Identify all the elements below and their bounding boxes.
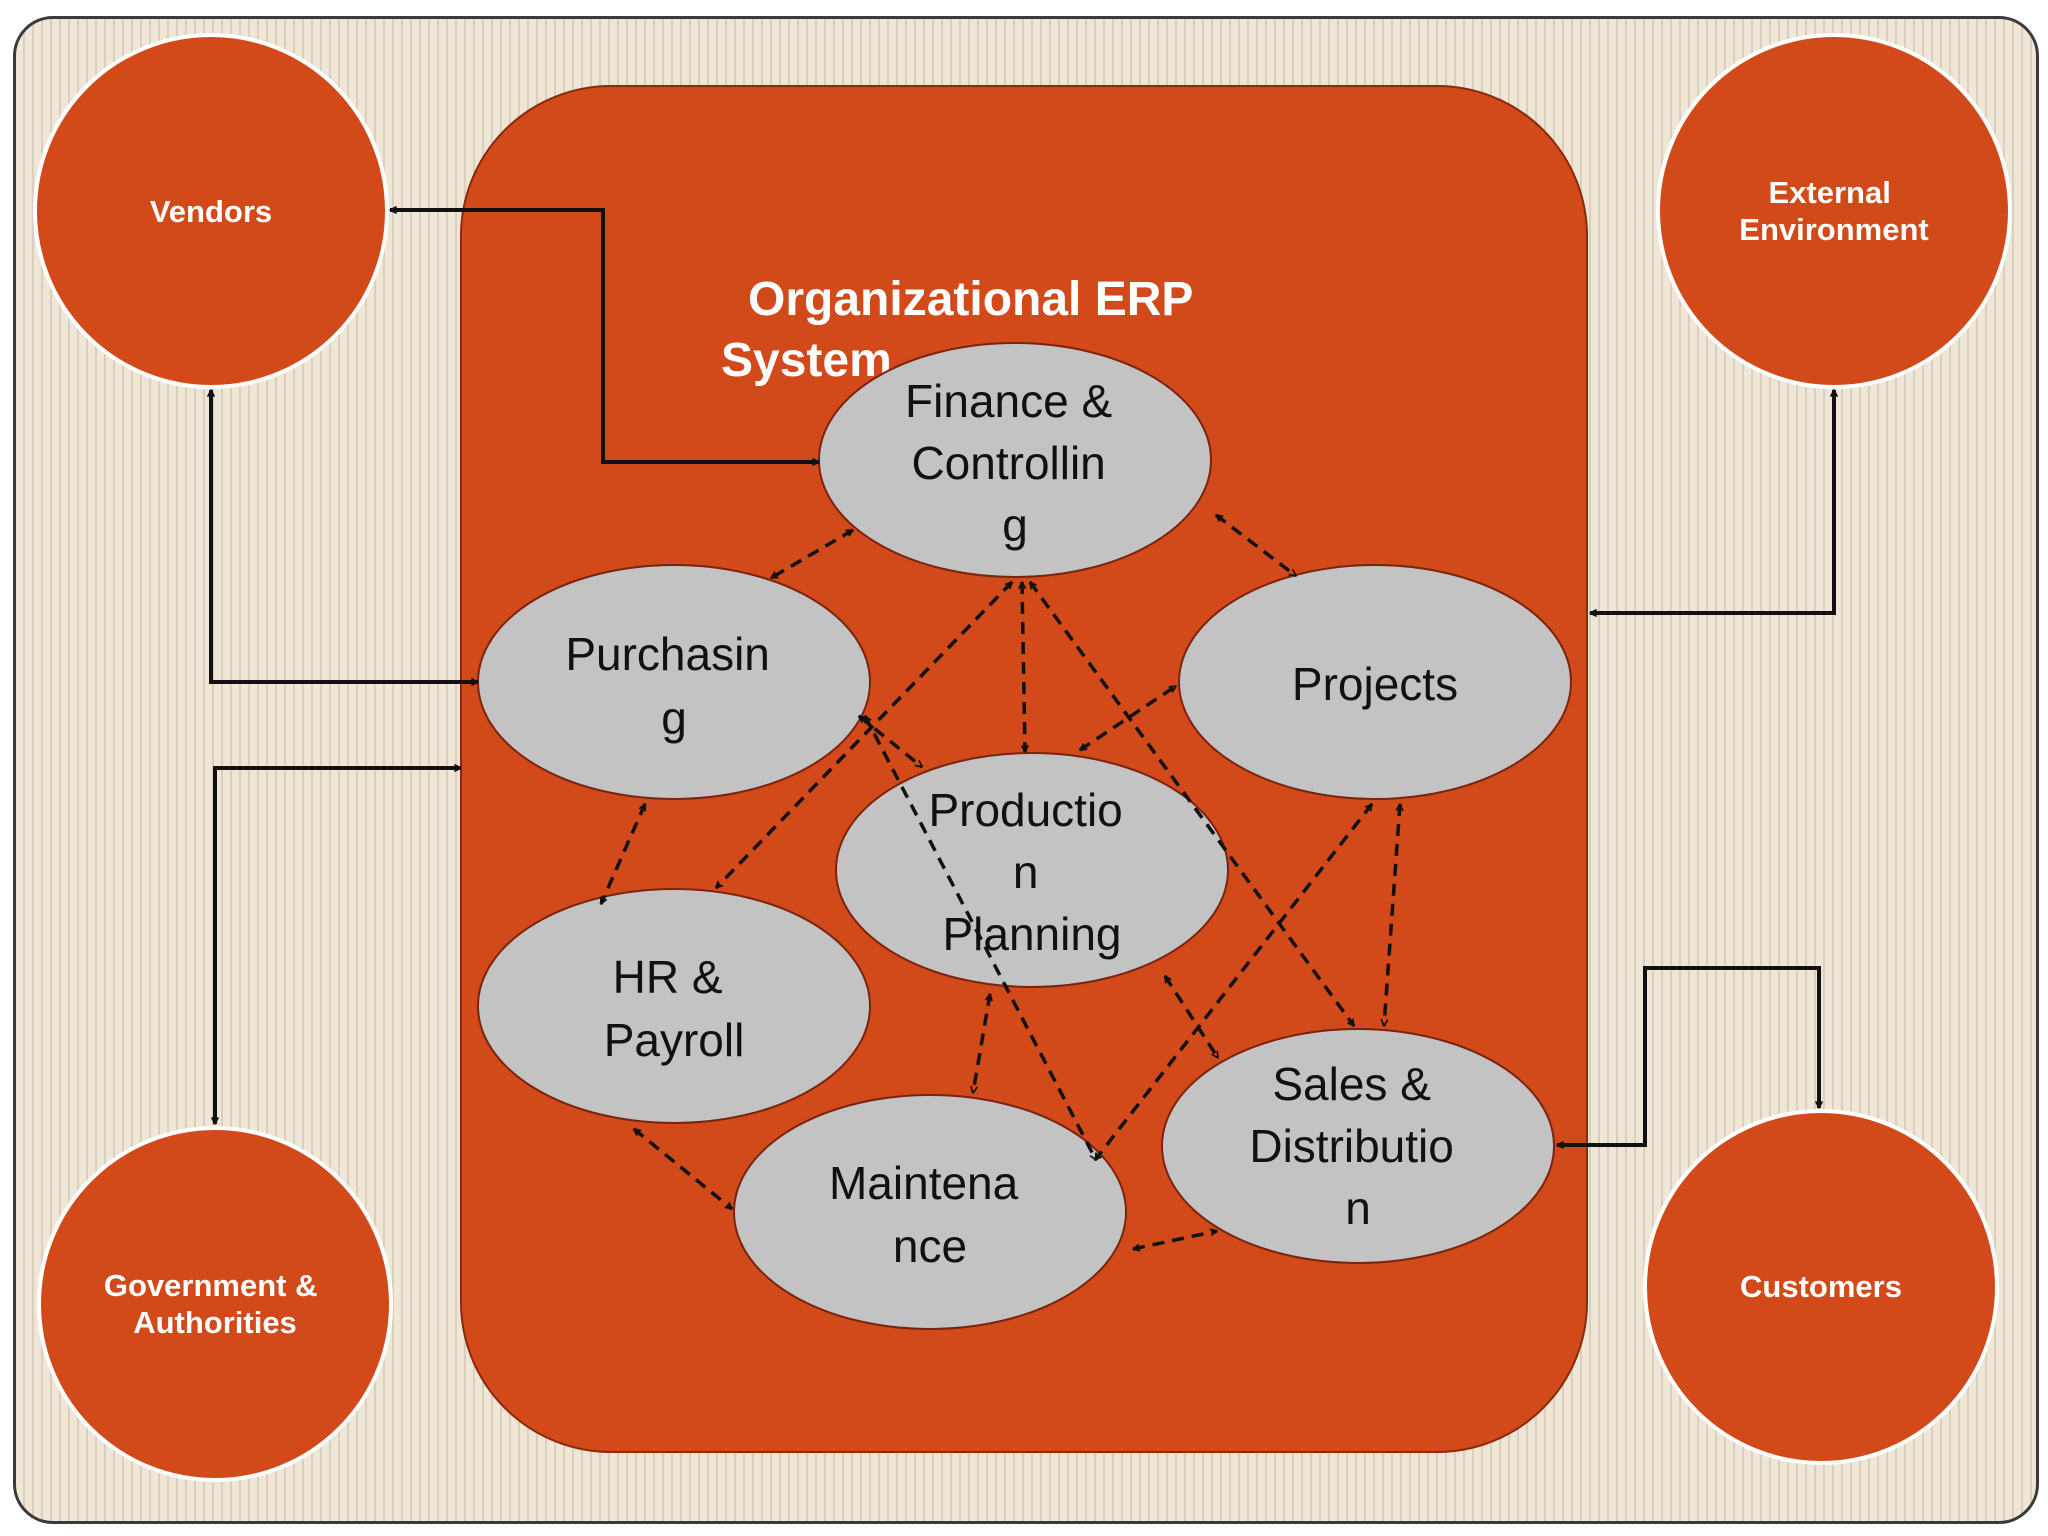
external-environment-connector bbox=[1590, 390, 1834, 613]
svg-text:Finance & Controllin: Finance & Controllin g bbox=[905, 375, 1125, 551]
svg-text:Vendors: Vendors bbox=[150, 194, 272, 229]
production-planning-node: Productio n Planning bbox=[835, 752, 1229, 988]
customers-node: Customers bbox=[1643, 1109, 1999, 1465]
government-node: Government & Authorities bbox=[37, 1126, 393, 1482]
projects-maintenance-connector bbox=[1093, 804, 1374, 1160]
customers-sales-connector bbox=[1557, 966, 1819, 1145]
finance-purchasing-connector bbox=[771, 528, 853, 580]
production-maintenance-connector bbox=[973, 994, 990, 1093]
purchasing-hr-connector bbox=[599, 804, 647, 904]
external-environment-node: External Environment bbox=[1656, 33, 2012, 389]
svg-text:Projects: Projects bbox=[1292, 658, 1458, 710]
svg-text:External Environment: External Environment bbox=[1739, 175, 1928, 247]
svg-text:Customers: Customers bbox=[1740, 1269, 1902, 1304]
vendors-node: Vendors bbox=[33, 33, 389, 389]
svg-text:Government & Authorities: Government & Authorities bbox=[104, 1268, 326, 1340]
finance-controlling-node: Finance & Controllin g bbox=[818, 342, 1212, 578]
finance-hr-connector bbox=[716, 582, 1012, 888]
finance-projects-connector bbox=[1216, 513, 1296, 578]
maintenance-sales-connector bbox=[1133, 1231, 1217, 1249]
svg-text:HR & Payroll: HR & Payroll bbox=[604, 951, 745, 1066]
projects-node: Projects bbox=[1178, 564, 1572, 800]
purchasing-maintenance-connector bbox=[863, 716, 1098, 1160]
hr-payroll-node: HR & Payroll bbox=[477, 888, 871, 1124]
purchasing-node: Purchasin g bbox=[477, 564, 871, 800]
finance-sales-connector bbox=[1028, 582, 1356, 1026]
sales-distribution-node: Sales & Distributio n bbox=[1161, 1028, 1555, 1264]
vendors-purchasing-connector bbox=[211, 390, 478, 682]
hr-maintenance-connector bbox=[634, 1127, 732, 1211]
government-system-connector bbox=[215, 768, 461, 1124]
svg-text:Maintena nce: Maintena nce bbox=[829, 1157, 1031, 1272]
vendors-finance-connector bbox=[390, 210, 819, 462]
maintenance-node: Maintena nce bbox=[733, 1094, 1127, 1330]
projects-sales-connector bbox=[1384, 804, 1400, 1026]
